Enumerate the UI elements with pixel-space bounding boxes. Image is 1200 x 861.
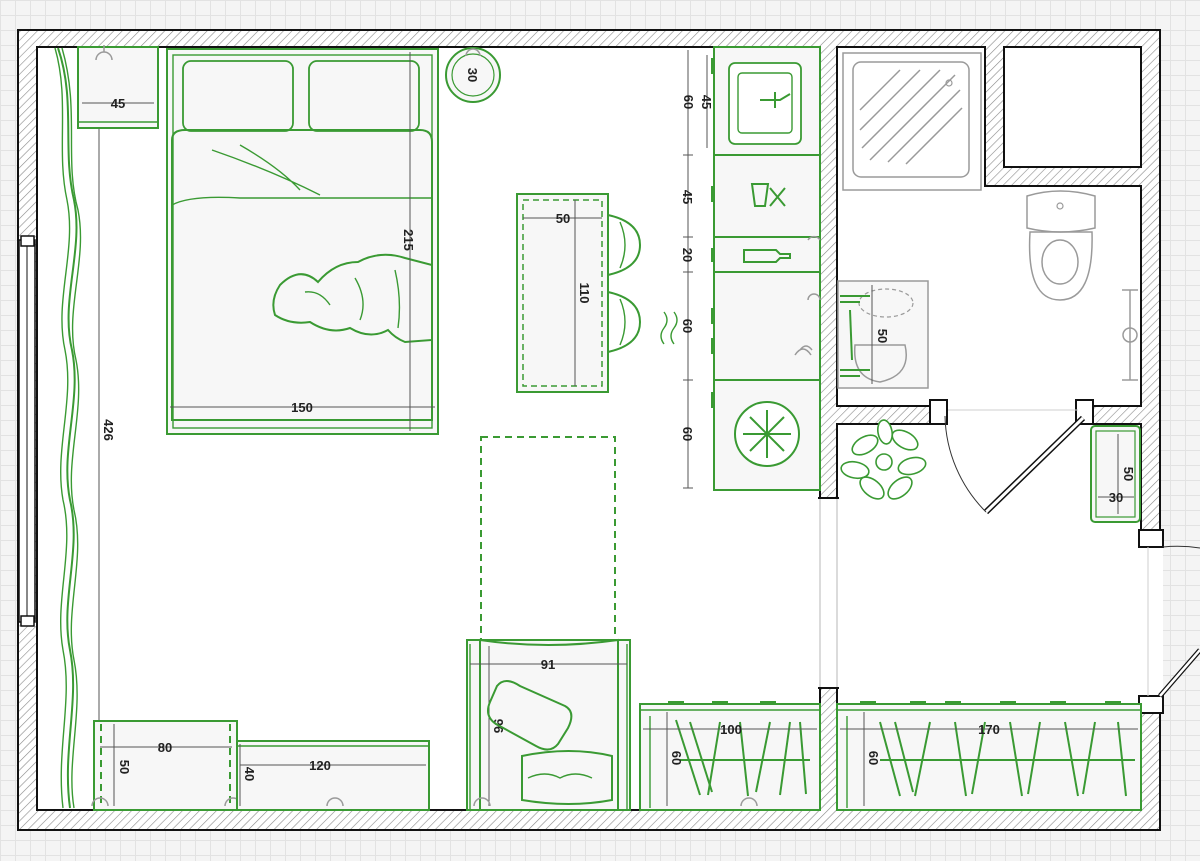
stove-icon <box>794 235 821 356</box>
kitchen-cabinet-width: 45 <box>680 190 695 204</box>
armchair[interactable]: 91 96 <box>466 638 631 811</box>
nightstand-width: 45 <box>111 96 125 111</box>
wardrobe-width: 100 <box>720 722 742 737</box>
kitchen-fridge-width: 60 <box>680 427 695 441</box>
window <box>18 235 36 627</box>
tv-unit-depth: 40 <box>242 767 257 781</box>
hall-wardrobe-width: 170 <box>978 722 1000 737</box>
desk-chair[interactable] <box>607 213 642 277</box>
kitchen-sink-depth: 60 <box>681 95 696 109</box>
toilet-icon[interactable] <box>1026 190 1096 301</box>
desk-length: 110 <box>577 283 592 304</box>
sink-icon <box>728 62 802 145</box>
shoe-rack[interactable]: 50 30 <box>1090 425 1141 523</box>
bed-length: 215 <box>401 229 416 251</box>
desk-width: 50 <box>556 211 570 226</box>
kitchen-stove-width: 60 <box>680 319 695 333</box>
pillow-icon <box>182 60 294 132</box>
kitchen-counter[interactable] <box>711 46 821 491</box>
wardrobe-depth: 60 <box>669 751 684 765</box>
kitchen-bottles-width: 20 <box>680 248 695 262</box>
room-height-label: 426 <box>101 419 116 441</box>
desk-chair[interactable] <box>607 290 642 354</box>
dresser[interactable]: 80 50 <box>91 720 242 811</box>
towel-rail-icon <box>1122 289 1138 381</box>
shower-icon[interactable] <box>842 52 982 191</box>
side-table-size: 30 <box>465 68 480 82</box>
bottles-icon <box>743 183 791 263</box>
hall-wardrobe[interactable]: 170 60 <box>836 701 1142 811</box>
seat-cushion <box>521 750 613 805</box>
blanket-icon <box>171 129 433 421</box>
desk[interactable]: 50 110 <box>516 193 642 393</box>
cushion-icon <box>487 680 573 751</box>
heat-waves <box>660 311 678 345</box>
curtains <box>54 47 82 809</box>
dresser-width: 80 <box>158 740 172 755</box>
bath-cabinet-width: 50 <box>875 329 890 343</box>
shoe-rack-width: 30 <box>1109 490 1123 505</box>
snowflake-icon <box>734 401 800 467</box>
hall-wardrobe-depth: 60 <box>866 751 881 765</box>
bath-cabinet[interactable]: 50 <box>837 280 929 389</box>
main-room-opening <box>818 498 839 688</box>
side-table[interactable]: 30 <box>445 47 501 103</box>
kitchen-sink-width: 45 <box>699 95 714 109</box>
bed[interactable]: 215 150 <box>166 48 439 435</box>
pillow-icon <box>308 60 420 132</box>
plant-icon <box>840 419 927 500</box>
armchair-width: 91 <box>541 657 555 672</box>
bathroom-doorway <box>946 404 1077 426</box>
bathroom-door[interactable] <box>944 409 1086 515</box>
tv-unit-width: 120 <box>309 758 331 773</box>
tv-unit[interactable]: 120 40 <box>236 740 430 811</box>
entrance-doorway <box>1139 540 1163 700</box>
nightstand[interactable]: 45 <box>77 45 159 129</box>
shoe-rack-length: 50 <box>1121 467 1136 481</box>
kitchen-dimensions: 60 45 45 20 60 60 <box>680 50 714 489</box>
bed-width: 150 <box>291 400 313 415</box>
closet-floor <box>1003 46 1142 168</box>
wardrobe[interactable]: 100 60 <box>639 701 821 811</box>
dresser-depth: 50 <box>117 760 132 774</box>
